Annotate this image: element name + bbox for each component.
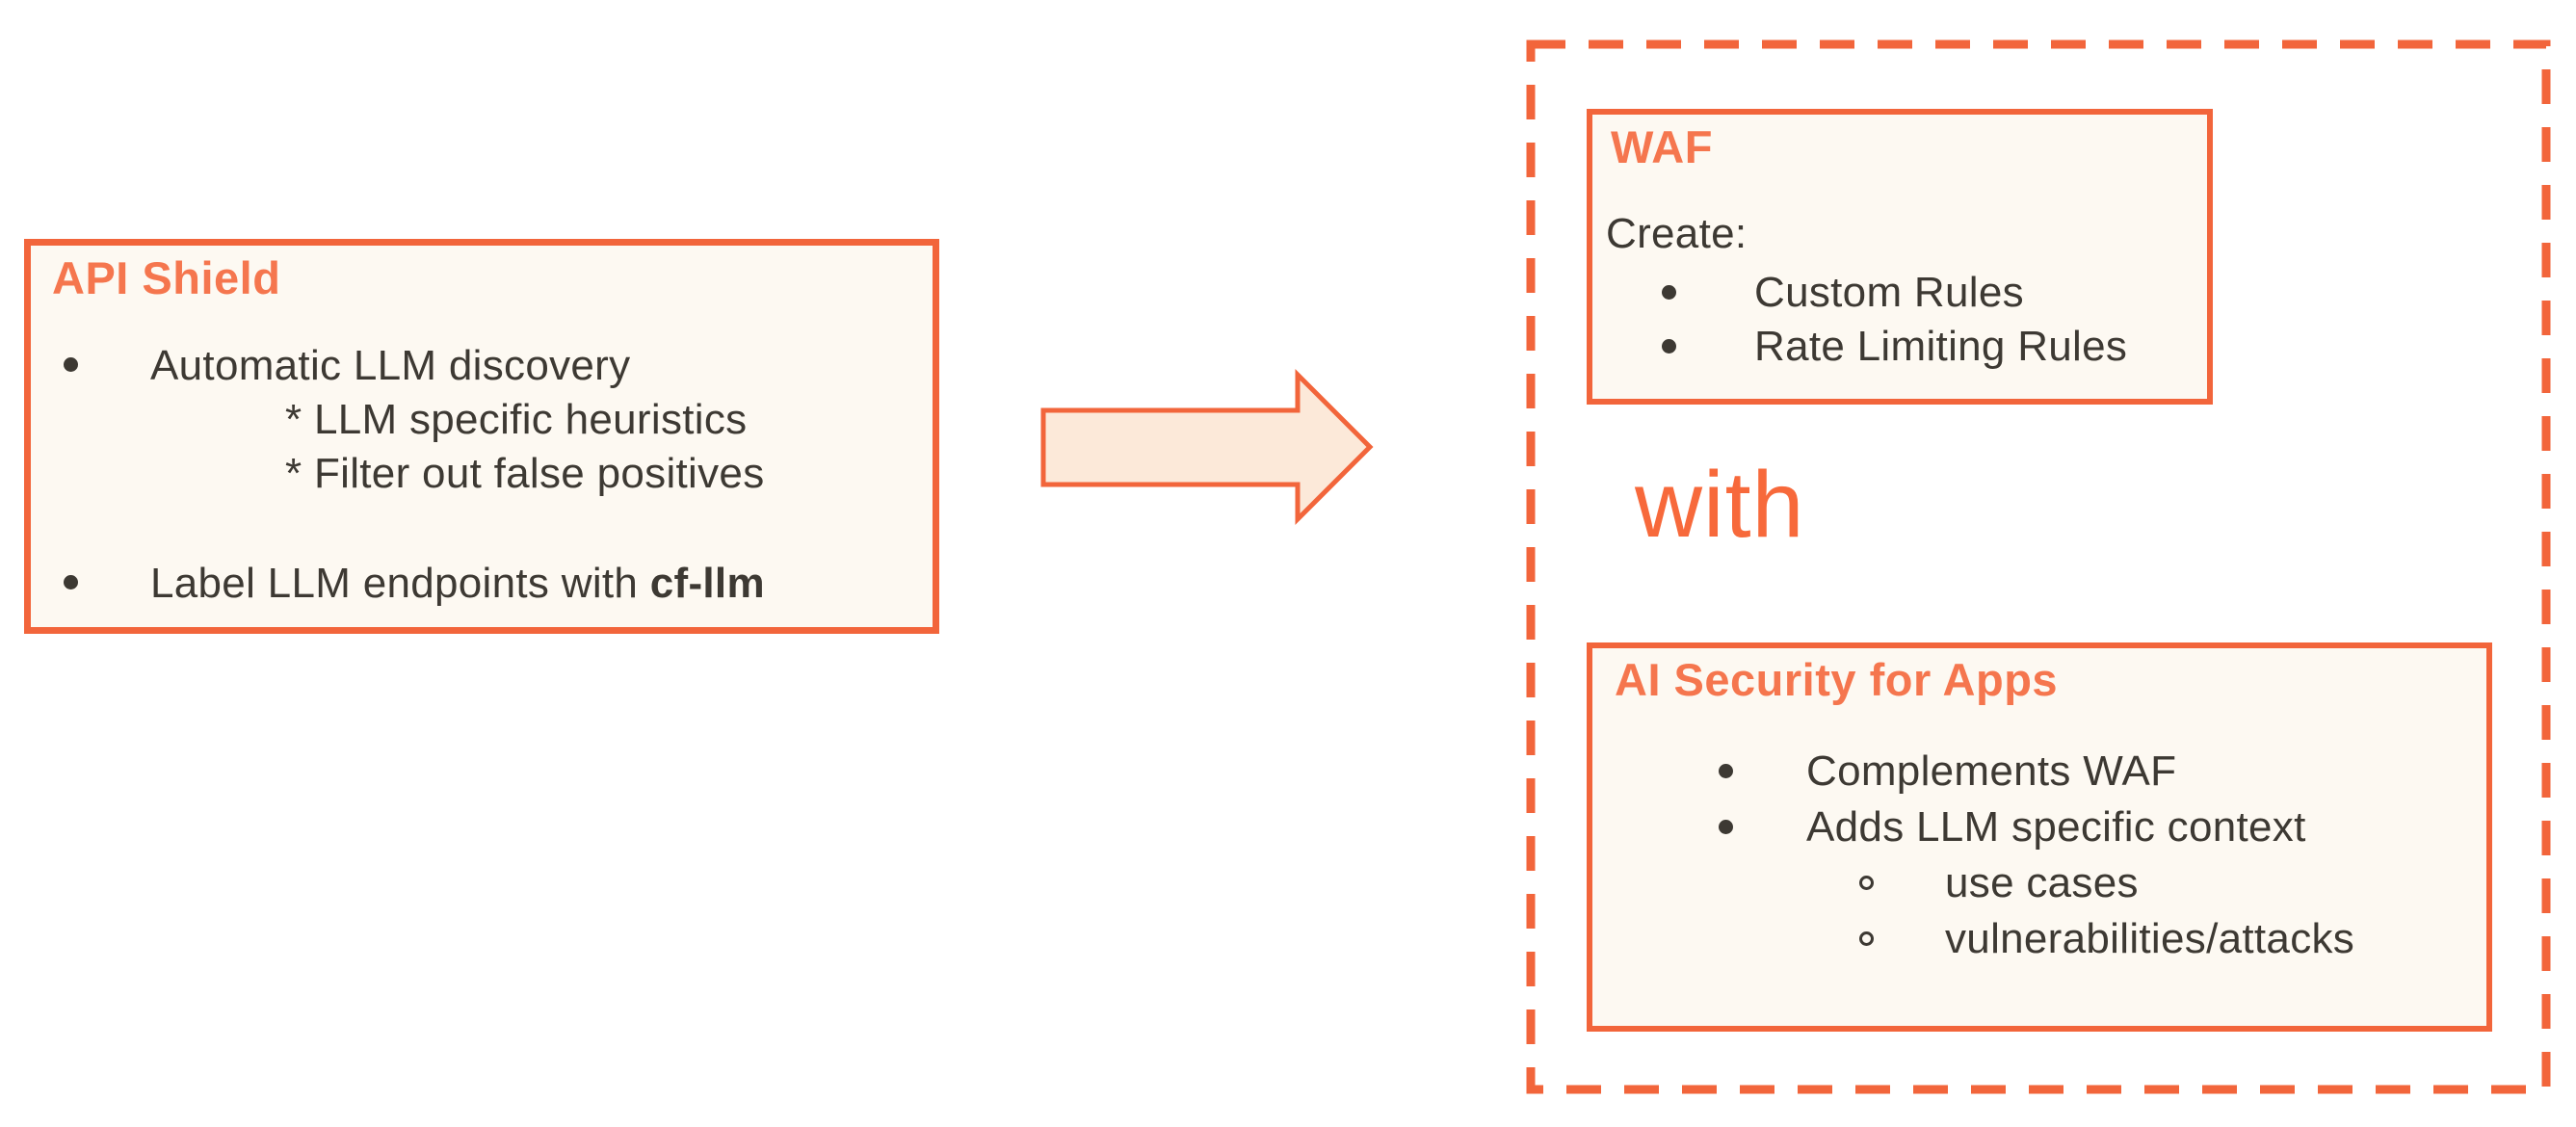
bullet-dot-icon <box>1662 285 1676 300</box>
hollow-bullet-icon <box>1859 931 1874 946</box>
api-bullet-label-endpoints-text: Label LLM endpoints with <box>150 560 650 607</box>
connector-with-label: with <box>1635 452 1805 557</box>
ai-bullet-llm-context: Adds LLM specific context <box>1806 803 2306 851</box>
waf-create-label: Create: <box>1606 210 1748 257</box>
waf-title: WAF <box>1611 121 1713 172</box>
bullet-dot-icon <box>1662 339 1676 354</box>
ai-security-title: AI Security for Apps <box>1615 654 2059 705</box>
bullet-dot-icon <box>1719 820 1733 834</box>
bullet-dot-icon <box>64 575 78 590</box>
waf-bullet-rate-limiting-rules: Rate Limiting Rules <box>1754 323 2128 370</box>
api-shield-box: API Shield Automatic LLM discovery * LLM… <box>24 239 939 634</box>
api-bullet-automatic-discovery: Automatic LLM discovery <box>150 342 631 389</box>
api-sub-llm-heuristics: * LLM specific heuristics <box>285 396 748 443</box>
bullet-dot-icon <box>1719 764 1733 778</box>
hollow-bullet-icon <box>1859 876 1874 890</box>
api-bullet-label-endpoints: Label LLM endpoints with cf-llm <box>150 556 765 611</box>
bullet-dot-icon <box>64 357 78 372</box>
waf-box: WAF Create: Custom Rules Rate Limiting R… <box>1587 109 2213 405</box>
ai-sub-vulnerabilities-attacks: vulnerabilities/attacks <box>1945 915 2355 962</box>
api-shield-title: API Shield <box>52 252 281 303</box>
dashed-group-border <box>1526 39 2551 1094</box>
waf-bullet-custom-rules: Custom Rules <box>1754 269 2024 316</box>
ai-security-box: AI Security for Apps Complements WAF Add… <box>1587 642 2492 1032</box>
cf-llm-label: cf-llm <box>649 560 765 607</box>
ai-bullet-complements-waf: Complements WAF <box>1806 747 2177 795</box>
flow-arrow-icon <box>1040 368 1374 526</box>
api-sub-filter-false-positives: * Filter out false positives <box>285 450 765 497</box>
ai-sub-use-cases: use cases <box>1945 859 2139 906</box>
